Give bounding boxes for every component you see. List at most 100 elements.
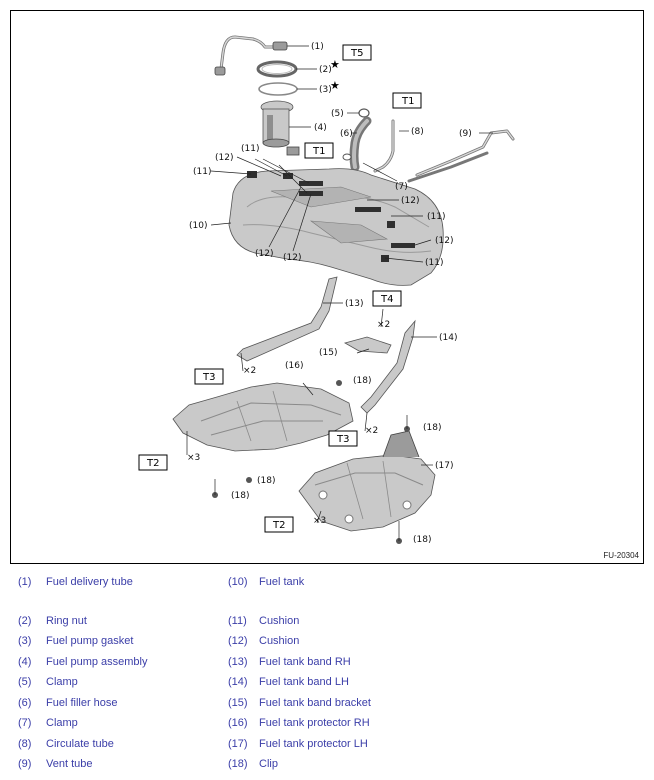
callout-9: (9) [459, 129, 472, 139]
legend-number: (3) [18, 635, 32, 647]
callout-10: (10) [189, 221, 207, 231]
callouts: (1) (2) (3) (4) (5) (6) (7) (8) (9) (10)… [189, 42, 472, 545]
fuel-pump-assembly [260, 100, 300, 156]
ring-nut [256, 60, 298, 78]
multiplier-t3-right: ×2 [365, 426, 378, 436]
svg-text:T1: T1 [312, 146, 325, 157]
legend-label: Fuel delivery tube [46, 576, 133, 588]
callout-11-b: (11) [241, 144, 259, 154]
star-icon: ★ [330, 80, 340, 92]
svg-text:T5: T5 [350, 48, 363, 59]
torque-tag-t1-upper: T1 [392, 92, 422, 109]
callout-11-c: (11) [427, 212, 445, 222]
multiplier-t3-left: ×2 [243, 366, 256, 376]
legend-number: (18) [228, 758, 248, 770]
legend-number: (9) [18, 758, 32, 770]
legend-number: (15) [228, 697, 248, 709]
legend-label: Fuel filler hose [46, 697, 118, 709]
clamp-5 [358, 108, 370, 118]
torque-tag-t1-lower: T1 [304, 142, 334, 159]
torque-tag-t2-right: T2 [264, 516, 294, 533]
legend-item: (10)Fuel tank [228, 576, 304, 588]
legend-number: (5) [18, 676, 32, 688]
callout-18-c: (18) [257, 476, 275, 486]
svg-text:T4: T4 [380, 294, 393, 305]
legend-item: (3) Fuel pump gasket [18, 635, 133, 647]
callout-7: (7) [395, 182, 408, 192]
multiplier-t4: ×2 [377, 320, 390, 330]
callout-5: (5) [331, 109, 344, 119]
circulate-tube [373, 119, 395, 173]
legend-item: (9) Vent tube [18, 758, 93, 770]
legend-number: (2) [18, 615, 32, 627]
multiplier-t2-left: ×3 [187, 453, 200, 463]
torque-tag-t4: T4 [372, 290, 402, 307]
callout-18-a: (18) [353, 376, 371, 386]
cushions [247, 171, 415, 262]
callout-1: (1) [311, 42, 324, 52]
legend-label: Fuel tank protector LH [259, 738, 368, 750]
multiplier-t2-right: ×3 [313, 516, 326, 526]
fuel-tank-protector-lh [298, 430, 436, 532]
legend-number: (8) [18, 738, 32, 750]
legend-number: (10) [228, 576, 248, 588]
legend-item: (18)Clip [228, 758, 278, 770]
legend-label: Clamp [46, 717, 78, 729]
legend-label: Fuel tank band bracket [259, 697, 371, 709]
legend-number: (16) [228, 717, 248, 729]
legend-item: (11)Cushion [228, 615, 299, 627]
legend-number: (7) [18, 717, 32, 729]
legend-label: Clamp [46, 676, 78, 688]
callout-12-c: (12) [435, 236, 453, 246]
legend-number: (13) [228, 656, 248, 668]
star-icon: ★ [330, 59, 340, 71]
fuel-delivery-tube [214, 35, 288, 76]
svg-text:T1: T1 [401, 96, 414, 107]
callout-14: (14) [439, 333, 457, 343]
legend-label: Ring nut [46, 615, 87, 627]
multipliers: ×2 ×2 ×2 ×3 ×3 [187, 320, 390, 526]
legend-label: Cushion [259, 635, 300, 647]
fuel-tank-protector-rh [172, 382, 354, 452]
legend-number: (6) [18, 697, 32, 709]
figure-id: FU-20304 [603, 551, 639, 560]
callout-18-e: (18) [413, 535, 431, 545]
legend-label: Vent tube [46, 758, 93, 770]
legend-number: (4) [18, 656, 32, 668]
legend-label: Fuel pump gasket [46, 635, 134, 647]
legend-label: Fuel tank band LH [259, 676, 349, 688]
legend-number: (17) [228, 738, 248, 750]
callout-3: (3) [319, 85, 332, 95]
legend-item: (14)Fuel tank band LH [228, 676, 349, 688]
legend-item: (2) Ring nut [18, 615, 87, 627]
legend-label: Fuel tank band RH [259, 656, 351, 668]
svg-text:T3: T3 [336, 434, 349, 445]
torque-tag-t3-left: T3 [194, 368, 224, 385]
callout-17: (17) [435, 461, 453, 471]
callout-12-a: (12) [215, 153, 233, 163]
legend-label: Fuel pump assembly [46, 656, 148, 668]
torque-tag-t3-right: T3 [328, 430, 358, 447]
legend-label: Circulate tube [46, 738, 114, 750]
legend-item: (15) Fuel tank band bracket [228, 697, 371, 709]
callout-15: (15) [319, 348, 337, 358]
fuel-tank-band-rh [236, 276, 338, 362]
diagram-canvas: (1) (2) (3) (4) (5) (6) (7) (8) (9) (10)… [138, 35, 515, 545]
callout-12-e: (12) [283, 253, 301, 263]
callout-16: (16) [285, 361, 303, 371]
legend-number: (12) [228, 635, 248, 647]
legend-number: (1) [18, 576, 32, 588]
legend-item: (1) Fuel delivery tube [18, 576, 133, 588]
callout-12-b: (12) [401, 196, 419, 206]
fuel-pump-gasket [258, 82, 298, 96]
leader-lines [186, 45, 493, 541]
callout-8: (8) [411, 127, 424, 137]
exploded-diagram: (1) (2) (3) (4) (5) (6) (7) (8) (9) (10)… [10, 10, 644, 564]
torque-tag-t2-left: T2 [138, 454, 168, 471]
vent-tube [407, 129, 515, 183]
fuel-tank [228, 168, 444, 286]
callout-4: (4) [314, 123, 327, 133]
legend-label: Fuel tank protector RH [259, 717, 370, 729]
callout-11-a: (11) [193, 167, 211, 177]
svg-text:T3: T3 [202, 372, 215, 383]
